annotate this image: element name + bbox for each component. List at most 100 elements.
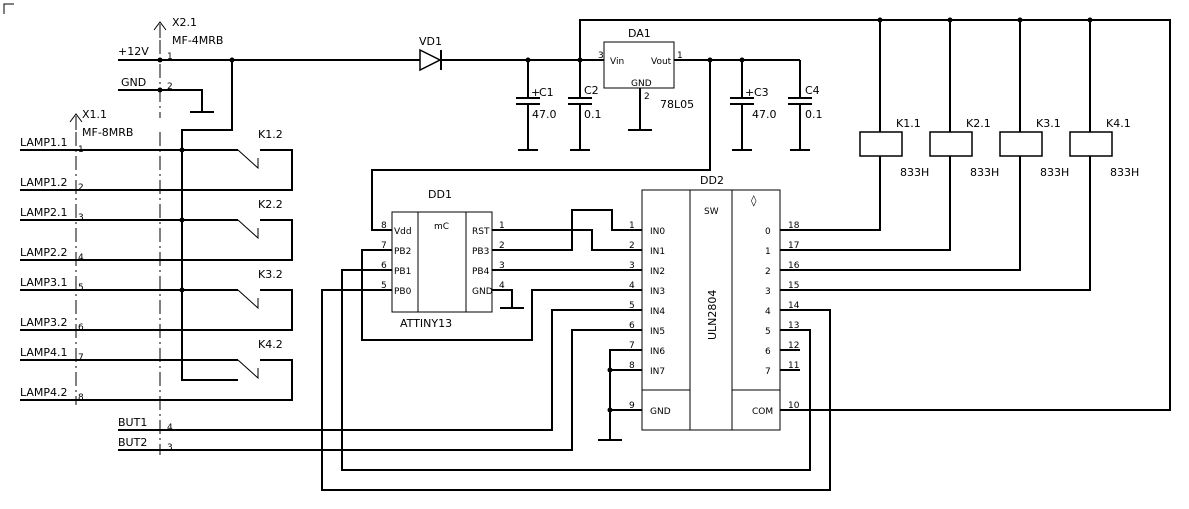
- dd2-pin-name: 2: [765, 267, 771, 277]
- x21-arrow-icon: [153, 21, 167, 38]
- wire-dd2-gnd: [598, 349, 642, 441]
- dd1-pin-name: GND: [472, 287, 493, 297]
- dd2-pin-number: 10: [788, 401, 800, 411]
- lamp-pin: 3: [78, 213, 84, 223]
- dd2-diode-icon: ◊: [751, 194, 757, 207]
- da1-vout: Vout: [651, 57, 672, 67]
- wire-5v-dd1: [371, 60, 711, 231]
- x21-pin1: 1: [167, 52, 173, 62]
- dd1-pin-name: PB0: [394, 287, 412, 297]
- dd2-pin-number: 4: [629, 281, 635, 291]
- button-label: BUT1: [118, 416, 147, 429]
- dd1-pin-number: 1: [499, 221, 505, 231]
- dd2-pin-number: 9: [629, 401, 635, 411]
- relay-type: 833H: [970, 166, 999, 179]
- dd2-pin-number: 6: [629, 321, 635, 331]
- capacitor-c3: + C3 47.0: [730, 60, 777, 151]
- dd2-pin-number: 16: [788, 261, 800, 271]
- x11-type: MF-8MRB: [82, 126, 133, 139]
- dd1-part: ATTINY13: [400, 317, 452, 330]
- ic-dd1: DD1 mC ATTINY13 Vdd PB2 PB1 PB0 8 7 6 5 …: [381, 188, 505, 330]
- lamp-label: LAMP4.1: [20, 346, 68, 359]
- dd2-pin-name: 4: [765, 307, 771, 317]
- dd2-pin-name: 1: [765, 247, 771, 257]
- lamp-pin: 2: [78, 183, 84, 193]
- gnd-label: GND: [121, 76, 146, 89]
- dd2-pin-name: IN7: [650, 367, 665, 377]
- lamp-label: LAMP1.1: [20, 136, 68, 149]
- dd1-pin-name: RST: [472, 227, 490, 237]
- ic-dd2: DD2 SW ◊ ULN2804 IN0 IN1 IN2 IN3 IN4 IN5…: [629, 174, 800, 431]
- junction: [157, 57, 163, 63]
- relay-ref: K2.1: [966, 117, 991, 130]
- wire-da1-gnd: [628, 88, 652, 131]
- c4-value: 0.1: [805, 108, 823, 121]
- da1-pin1: 1: [677, 51, 683, 61]
- x11-arrow-icon: [69, 113, 83, 130]
- lamp-label: LAMP2.2: [20, 246, 68, 259]
- dd2-pin-name: 6: [765, 347, 771, 357]
- lamp-pin: 6: [78, 323, 84, 333]
- dd1-pin-number: 2: [499, 241, 505, 251]
- c3-ref: C3: [754, 86, 769, 99]
- lamp-wiring: [20, 147, 293, 401]
- lamp-pin: 8: [78, 393, 84, 403]
- dd2-pin-name: 3: [765, 287, 771, 297]
- capacitor-c4: C4 0.1: [788, 60, 823, 151]
- dd1-pin-number: 6: [381, 261, 387, 271]
- dd2-pin-number: 12: [788, 341, 799, 351]
- da1-pin2: 2: [644, 92, 650, 102]
- wire-out-stubs: [780, 349, 800, 371]
- dd2-pin-name: 7: [765, 367, 771, 377]
- dd2-pin-number: 15: [788, 281, 799, 291]
- lamp-pin: 4: [78, 253, 84, 263]
- relay-coils: K1.1 833H K2.1 833H K3.1 833H K4.1 833H: [780, 20, 1139, 291]
- dd2-pin-name: 0: [765, 227, 771, 237]
- da1-vin: Vin: [610, 57, 624, 67]
- dd1-pin-name: Vdd: [394, 227, 412, 237]
- lamp-label: LAMP1.2: [20, 176, 68, 189]
- dd1-pin-number: 8: [381, 221, 387, 231]
- dd1-pin-name: PB4: [472, 267, 490, 277]
- c1-value: 47.0: [532, 108, 557, 121]
- dd2-pin-number: 14: [788, 301, 800, 311]
- dd2-pin-name: IN1: [650, 247, 665, 257]
- dd1-mc: mC: [434, 222, 449, 232]
- da1-gnd: GND: [631, 79, 652, 89]
- dd2-part: ULN2804: [706, 290, 719, 340]
- lamp-pin: 7: [78, 353, 84, 363]
- c3-plus: +: [745, 86, 754, 99]
- wire-pb1-out5: [341, 269, 811, 471]
- lamp-label: LAMP3.2: [20, 316, 68, 329]
- dd2-pin-name: IN0: [650, 227, 665, 237]
- dd2-pin-name: IN2: [650, 267, 665, 277]
- plus12v-label: +12V: [118, 45, 149, 58]
- contact-label: K3.2: [258, 268, 283, 281]
- rail-relay-supply: [579, 19, 1171, 411]
- wire-dd1-gnd: [492, 289, 524, 309]
- dd1-pin-name: PB2: [394, 247, 411, 257]
- connector-x2-1: X2.1 MF-4MRB +12V 1 GND 2: [118, 16, 223, 118]
- dd1-pin-number: 3: [499, 261, 505, 271]
- diode-icon: [419, 48, 442, 72]
- frame-corner: [3, 3, 14, 14]
- capacitor-c2: C2 0.1: [568, 60, 602, 151]
- dd2-pin-number: 17: [788, 241, 799, 251]
- relay-ref: K1.1: [896, 117, 921, 130]
- x21-pin2: 2: [167, 82, 173, 92]
- dd2-ref: DD2: [700, 174, 724, 187]
- dd1-pin-name: PB1: [394, 267, 411, 277]
- contact-label: K1.2: [258, 128, 283, 141]
- junction: [607, 367, 613, 373]
- dd1-pin-number: 5: [381, 281, 387, 291]
- dd2-pin-name: COM: [752, 407, 773, 417]
- x11-ref: X1.1: [82, 108, 107, 121]
- dd1-ref: DD1: [428, 188, 452, 201]
- c3-value: 47.0: [752, 108, 777, 121]
- wire-contact-bus: [181, 60, 238, 381]
- dd2-pin-name: 5: [765, 327, 771, 337]
- contact-label: K4.2: [258, 338, 283, 351]
- button-pin: 3: [167, 443, 173, 453]
- c4-ref: C4: [805, 84, 820, 97]
